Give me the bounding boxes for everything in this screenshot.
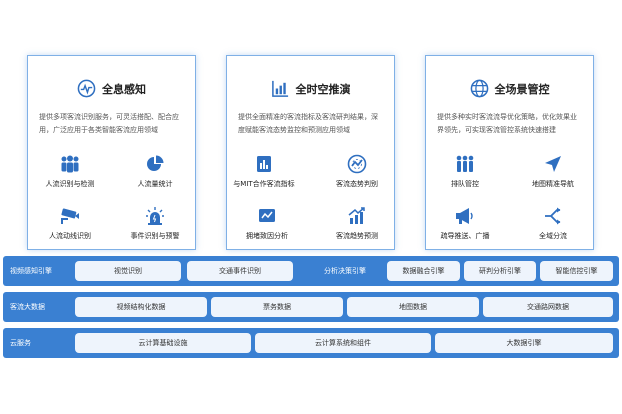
feature-label: 与MIT合作客流指标 <box>233 180 295 188</box>
radar-icon <box>77 79 96 98</box>
report-icon <box>224 154 304 174</box>
pie-chart-icon <box>115 154 195 174</box>
pill-ticketing-data[interactable]: 票务数据 <box>211 297 343 317</box>
feature-event-alert: 事件识别与预警 <box>115 206 195 241</box>
card-holographic-perception: 全息感知 提供多项客流识别服务，可灵活搭配、配合应用，广泛应用于各类智能客流应用… <box>27 55 196 250</box>
layer-passenger-big-data: 客流大数据 视频结构化数据 票务数据 地图数据 交通路网数据 <box>3 292 619 322</box>
card-header: 全时空推演 <box>227 79 394 98</box>
camera-icon <box>30 206 110 226</box>
feature-label: 人流识别与检测 <box>45 180 95 188</box>
layer-title-analysis-decision: 分析决策引擎 <box>324 267 366 275</box>
card-title: 全场景管控 <box>494 82 550 96</box>
layer-engines: 视频感知引擎 视觉识别 交通事件识别 分析决策引擎 数据融合引擎 研判分析引擎 … <box>3 256 619 286</box>
feature-label: 疏导推送、广播 <box>440 232 490 240</box>
feature-label: 拥堵致因分析 <box>246 232 288 240</box>
feature-label: 地图精准导航 <box>532 180 574 188</box>
card-title: 全息感知 <box>102 82 146 96</box>
card-description: 提供全面精准的客流指标及客流研判结果，深度赋能客流态势监控和预测应用领域 <box>238 113 378 134</box>
feature-people-count: 人流量统计 <box>115 154 195 189</box>
card-description: 提供多种实时客流流导优化策略，优化效果业界领先，可实现客流管控系统快速搭建 <box>437 113 577 134</box>
line-monitor-icon <box>227 206 307 226</box>
feature-label: 客流态势判别 <box>336 180 378 188</box>
pill-traffic-event-recognition[interactable]: 交通事件识别 <box>187 261 293 281</box>
feature-label: 事件识别与预警 <box>130 232 180 240</box>
card-description: 提供多项客流识别服务，可灵活搭配、配合应用，广泛应用于各类智能客流应用领域 <box>39 113 179 134</box>
queue-icon <box>425 154 505 174</box>
card-full-scene-control: 全场景管控 提供多种实时客流流导优化策略，优化效果业界领先，可实现客流管控系统快… <box>425 55 594 250</box>
trend-bars-icon <box>317 206 397 226</box>
layer-title-cloud: 云服务 <box>10 339 31 347</box>
pill-analysis-engine[interactable]: 研判分析引擎 <box>464 261 536 281</box>
alarm-icon <box>115 206 195 226</box>
pill-road-network-data[interactable]: 交通路网数据 <box>483 297 613 317</box>
feature-label: 全域分流 <box>539 232 567 240</box>
feature-global-diversion: 全域分流 <box>513 206 593 241</box>
pill-cloud-systems[interactable]: 云计算系统和组件 <box>255 333 431 353</box>
pill-big-data-engine[interactable]: 大数据引擎 <box>435 333 613 353</box>
split-arrows-icon <box>513 206 593 226</box>
card-header: 全息感知 <box>28 79 195 98</box>
megaphone-icon <box>425 206 505 226</box>
trend-circle-icon <box>317 154 397 174</box>
pill-signal-control-engine[interactable]: 智能信控引擎 <box>540 261 613 281</box>
card-title: 全时空推演 <box>295 82 351 96</box>
bar-chart-icon <box>271 79 290 98</box>
feature-label: 客流趋势预测 <box>336 232 378 240</box>
card-header: 全场景管控 <box>426 79 593 98</box>
feature-label: 人流动线识别 <box>49 232 91 240</box>
feature-situation-assessment: 客流态势判别 <box>317 154 397 189</box>
pill-map-data[interactable]: 地图数据 <box>347 297 479 317</box>
feature-label: 排队管控 <box>451 180 479 188</box>
layer-title-big-data: 客流大数据 <box>10 303 45 311</box>
navigation-icon <box>513 154 593 174</box>
feature-trend-prediction: 客流趋势预测 <box>317 206 397 241</box>
feature-broadcast-guidance: 疏导推送、广播 <box>425 206 505 241</box>
pill-data-fusion-engine[interactable]: 数据融合引擎 <box>387 261 460 281</box>
feature-label: 人流量统计 <box>137 180 173 188</box>
feature-flow-path: 人流动线识别 <box>30 206 110 241</box>
layer-cloud-services: 云服务 云计算基础设施 云计算系统和组件 大数据引擎 <box>3 328 619 358</box>
feature-congestion-analysis: 拥堵致因分析 <box>227 206 307 241</box>
feature-queue-control: 排队管控 <box>425 154 505 189</box>
globe-icon <box>470 79 489 98</box>
card-spatiotemporal-inference: 全时空推演 提供全面精准的客流指标及客流研判结果，深度赋能客流态势监控和预测应用… <box>226 55 395 250</box>
feature-people-detection: 人流识别与检测 <box>30 154 110 189</box>
people-icon <box>30 154 110 174</box>
pill-cloud-infrastructure[interactable]: 云计算基础设施 <box>75 333 251 353</box>
feature-mit-metrics: 与MIT合作客流指标 <box>224 154 304 189</box>
feature-map-navigation: 地图精准导航 <box>513 154 593 189</box>
pill-visual-recognition[interactable]: 视觉识别 <box>75 261 181 281</box>
pill-video-structured-data[interactable]: 视频结构化数据 <box>75 297 207 317</box>
layer-title-video-perception: 视频感知引擎 <box>10 267 52 275</box>
